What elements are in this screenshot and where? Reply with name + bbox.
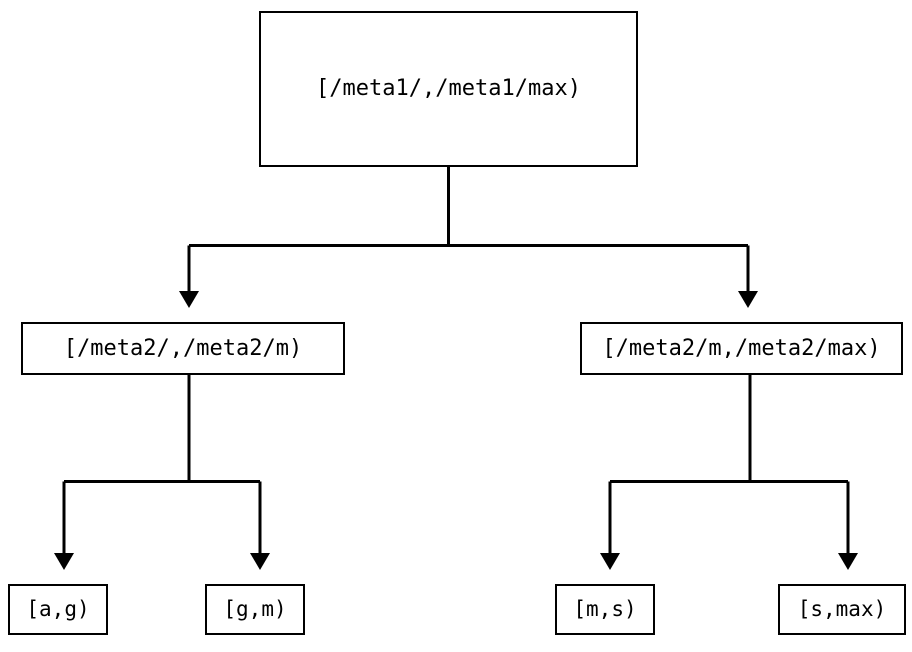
node-leaf-s-max[interactable]: [s,max) bbox=[778, 584, 906, 635]
node-leaf-g-m[interactable]: [g,m) bbox=[205, 584, 305, 635]
node-root-label: [/meta1/,/meta1/max) bbox=[316, 76, 581, 101]
node-mid-left[interactable]: [/meta2/,/meta2/m) bbox=[21, 322, 345, 375]
node-mid-right[interactable]: [/meta2/m,/meta2/max) bbox=[580, 322, 903, 375]
arrowhead-to-leaf4 bbox=[838, 553, 858, 570]
arrowhead-to-mid-right bbox=[738, 291, 758, 308]
arrowhead-to-leaf1 bbox=[54, 553, 74, 570]
arrowhead-to-leaf3 bbox=[600, 553, 620, 570]
arrowhead-to-mid-left bbox=[179, 291, 199, 308]
node-leaf-g-m-label: [g,m) bbox=[223, 597, 287, 621]
node-mid-right-label: [/meta2/m,/meta2/max) bbox=[602, 335, 881, 361]
node-leaf-m-s-label: [m,s) bbox=[573, 597, 637, 621]
node-leaf-s-max-label: [s,max) bbox=[797, 597, 887, 621]
node-leaf-a-g-label: [a,g) bbox=[26, 597, 90, 621]
node-leaf-a-g[interactable]: [a,g) bbox=[8, 584, 108, 635]
node-leaf-m-s[interactable]: [m,s) bbox=[555, 584, 655, 635]
node-root[interactable]: [/meta1/,/meta1/max) bbox=[259, 11, 638, 167]
node-mid-left-label: [/meta2/,/meta2/m) bbox=[63, 335, 303, 361]
arrowhead-to-leaf2 bbox=[250, 553, 270, 570]
